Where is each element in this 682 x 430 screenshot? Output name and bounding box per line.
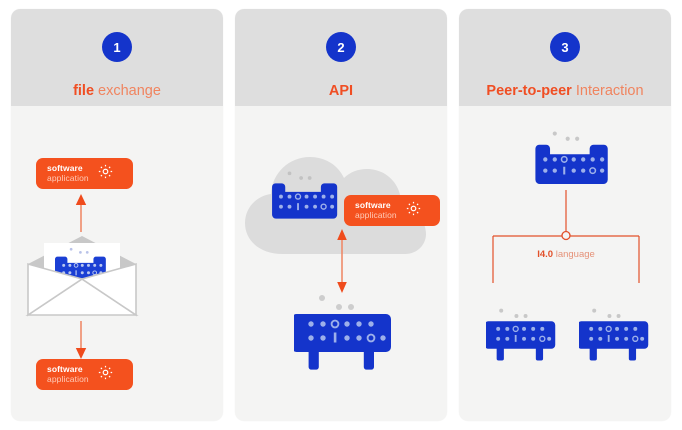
panel-1-title-bold: file — [73, 83, 95, 99]
panel-1-title: file exchange — [11, 83, 223, 99]
badge-text: software application — [355, 200, 397, 220]
i40-label-light: language — [553, 249, 595, 260]
gear-icon — [97, 163, 114, 185]
software-application-badge[interactable]: software application — [344, 195, 440, 226]
panel-1-body: software application — [11, 106, 223, 421]
badge-text: software application — [47, 163, 89, 183]
step-number-3: 3 — [561, 39, 569, 55]
gear-icon — [405, 200, 422, 222]
badge-line-2: application — [47, 373, 89, 384]
step-badge-3: 3 — [550, 32, 580, 62]
step-badge-2: 2 — [326, 32, 356, 62]
panel-3-title: Peer-to-peer Interaction — [459, 83, 671, 99]
panel-2-title-bold: API — [328, 83, 354, 99]
software-application-badge-top[interactable]: software application — [36, 158, 133, 189]
envelope-icon — [23, 234, 141, 325]
panel-3-title-bold: Peer-to-peer — [486, 83, 572, 99]
arrow-down-icon — [74, 321, 88, 364]
machine-icon-bottom-left — [484, 306, 556, 369]
panel-2-title: API — [235, 83, 447, 99]
connector-tree — [485, 190, 647, 315]
arrow-up-icon — [74, 194, 88, 237]
step-badge-1: 1 — [102, 32, 132, 62]
step-number-1: 1 — [113, 39, 121, 55]
software-application-badge-bottom[interactable]: software application — [36, 359, 133, 390]
step-number-2: 2 — [337, 39, 345, 55]
machine-icon-bottom-right — [577, 306, 649, 369]
machine-icon-cloud — [267, 171, 343, 238]
machine-icon-top — [532, 131, 612, 198]
panel-2-body: software application — [235, 106, 447, 421]
i40-label-bold: I4.0 — [537, 249, 554, 260]
badge-line-1: software — [47, 364, 83, 375]
panel-3-title-light: Interaction — [571, 83, 644, 99]
badge-line-1: software — [47, 163, 83, 174]
arrow-double-vertical-icon — [335, 229, 349, 298]
panel-peer-to-peer: 3 Peer-to-peer Interaction — [459, 9, 671, 421]
badge-line-1: software — [355, 200, 391, 211]
badge-text: software application — [47, 364, 89, 384]
panel-api: 2 API — [235, 9, 447, 421]
gear-icon — [97, 364, 114, 386]
badge-line-2: application — [355, 209, 397, 220]
badge-line-2: application — [47, 172, 89, 183]
i40-language-label: I4.0 language — [485, 249, 647, 260]
machine-icon-bottom — [291, 294, 394, 377]
panel-3-body: I4.0 language — [459, 106, 671, 421]
panel-file-exchange: 1 file exchange software application — [11, 9, 223, 421]
panel-1-title-light: exchange — [94, 83, 161, 99]
